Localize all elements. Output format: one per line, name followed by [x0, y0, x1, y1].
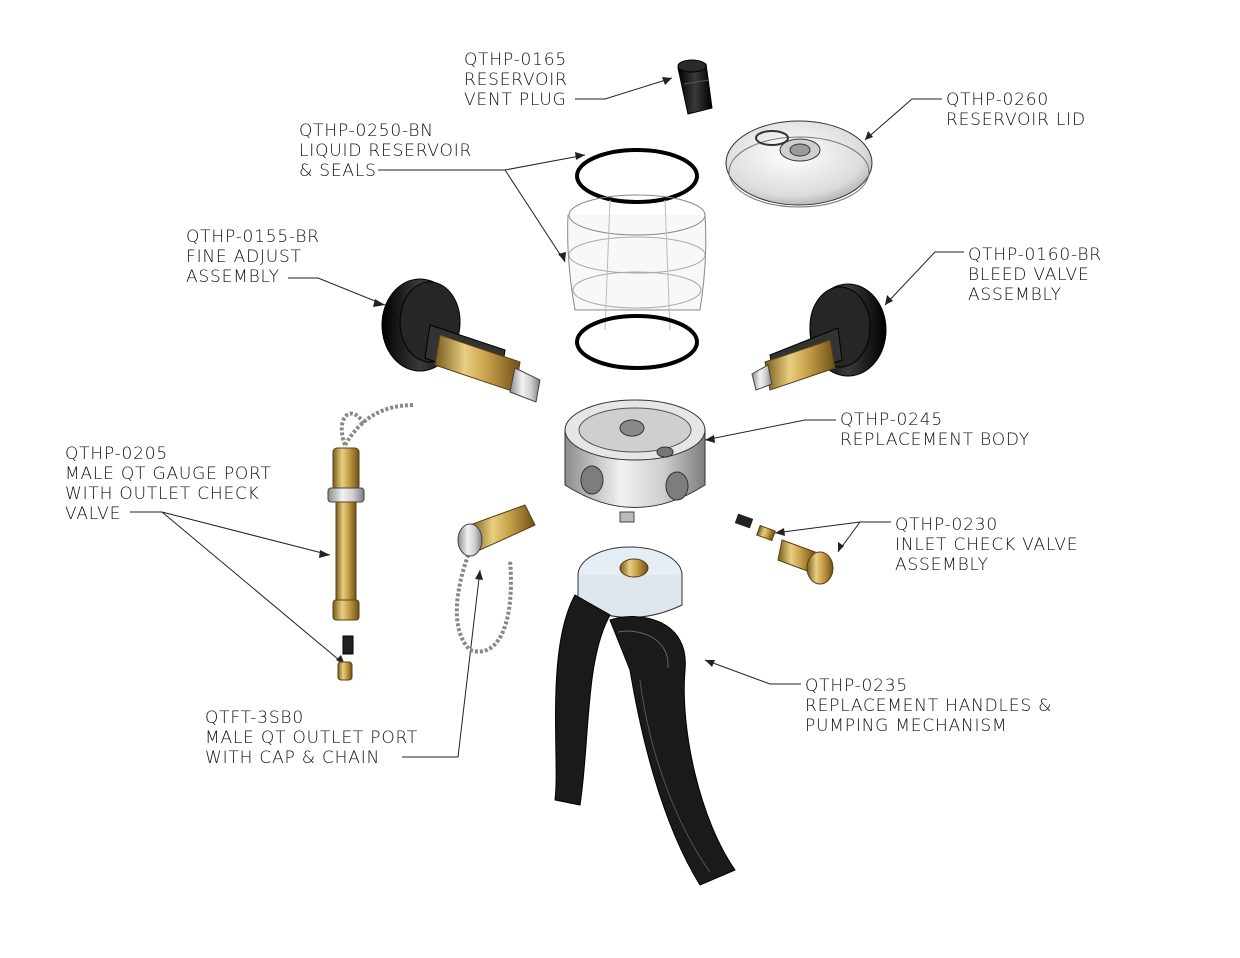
description-line: VALVE — [65, 504, 122, 524]
part-number: QTFT-3SB0 — [205, 708, 304, 728]
gauge-port-part — [327, 403, 416, 681]
leader-arrowheads — [319, 77, 893, 667]
part-number: QTHP-0260 — [946, 90, 1050, 110]
callout-liquid-reservoir: QTHP-0250-BN LIQUID RESERVOIR & SEALS — [299, 121, 472, 181]
part-number: QTHP-0165 — [464, 50, 568, 70]
callout-bleed-valve: QTHP-0160-BR BLEED VALVE ASSEMBLY — [968, 245, 1102, 305]
part-number: QTHP-0205 — [65, 444, 169, 464]
callout-gauge-port: QTHP-0205 MALE QT GAUGE PORT WITH OUTLET… — [65, 444, 272, 524]
description-line: REPLACEMENT HANDLES & — [805, 696, 1053, 716]
description-line: PUMPING MECHANISM — [805, 716, 1008, 736]
description-line: REPLACEMENT BODY — [840, 430, 1031, 450]
description-line: VENT PLUG — [464, 90, 567, 110]
bleed-valve-part — [751, 283, 887, 391]
callout-replacement-body: QTHP-0245 REPLACEMENT BODY — [840, 410, 1030, 450]
outlet-port-part — [454, 504, 536, 654]
callout-inlet-check-valve: QTHP-0230 INLET CHECK VALVE ASSEMBLY — [895, 515, 1078, 575]
vent-plug-part — [677, 59, 713, 115]
leader-handles — [704, 659, 801, 685]
part-number: QTHP-0155-BR — [186, 227, 320, 247]
liquid-reservoir-part — [567, 148, 707, 370]
leader-inlet-1 — [774, 521, 891, 534]
part-number: QTHP-0250-BN — [299, 121, 434, 141]
description-line: WITH CAP & CHAIN — [205, 748, 381, 768]
description-line: MALE QT OUTLET PORT — [205, 728, 419, 748]
reservoir-lid-part — [725, 120, 873, 208]
description-line: BLEED VALVE — [968, 265, 1090, 285]
description-line: ASSEMBLY — [968, 285, 1062, 305]
leader-outlet — [402, 569, 481, 758]
leader-reservoir-2 — [504, 169, 566, 263]
part-number: QTHP-0160-BR — [968, 245, 1102, 265]
description-line: INLET CHECK VALVE — [895, 535, 1079, 555]
leader-body — [704, 419, 836, 441]
part-number: QTHP-0230 — [895, 515, 999, 535]
leader-reservoir-lid — [864, 98, 942, 141]
handles-part — [554, 546, 736, 886]
description-line: ASSEMBLY — [895, 555, 989, 575]
part-number: QTHP-0235 — [805, 676, 909, 696]
description-line: FINE ADJUST — [186, 247, 302, 267]
description-line: ASSEMBLY — [186, 267, 280, 287]
part-number: QTHP-0245 — [840, 410, 944, 430]
callout-reservoir-lid: QTHP-0260 RESERVOIR LID — [946, 90, 1086, 130]
description-line: LIQUID RESERVOIR — [299, 141, 473, 161]
leader-gauge-2 — [161, 511, 346, 666]
leader-vent-plug — [575, 77, 673, 100]
fine-adjust-part — [381, 278, 541, 403]
callout-fine-adjust: QTHP-0155-BR FINE ADJUST ASSEMBLY — [186, 227, 320, 287]
description-line: RESERVOIR LID — [946, 110, 1086, 130]
leader-fine-adjust — [288, 277, 386, 306]
callout-handles: QTHP-0235 REPLACEMENT HANDLES & PUMPING … — [805, 676, 1052, 736]
callout-vent-plug: QTHP-0165 RESERVOIR VENT PLUG — [464, 50, 568, 110]
description-line: MALE QT GAUGE PORT — [65, 464, 272, 484]
description-line: WITH OUTLET CHECK — [65, 484, 260, 504]
replacement-body-part — [564, 399, 706, 523]
leader-bleed-valve — [884, 251, 964, 306]
description-line: RESERVOIR — [464, 70, 568, 90]
callout-outlet-port: QTFT-3SB0 MALE QT OUTLET PORT WITH CAP &… — [205, 708, 418, 768]
description-line: & SEALS — [299, 161, 377, 181]
inlet-check-valve-part — [734, 513, 834, 585]
leader-lines — [130, 77, 964, 758]
